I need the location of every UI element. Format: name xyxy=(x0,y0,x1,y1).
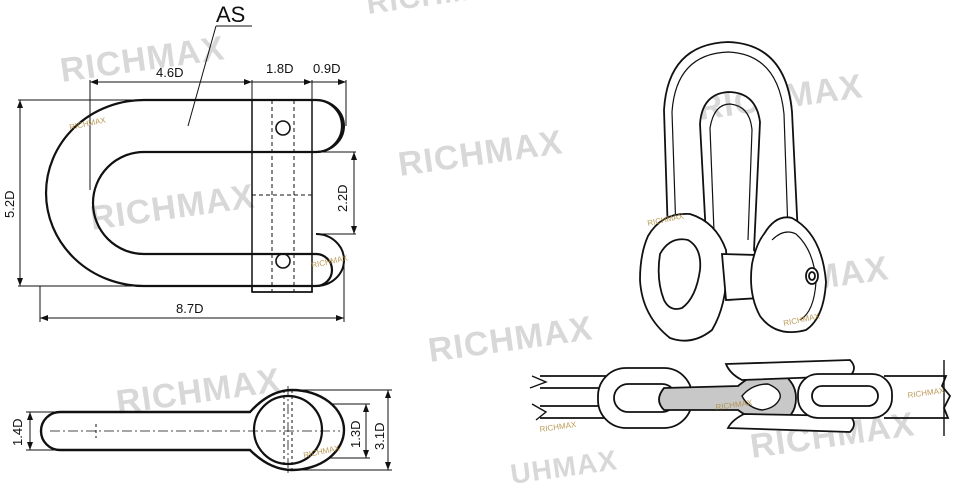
side-view xyxy=(39,386,346,476)
shackle-3d-bow-edge xyxy=(709,103,753,241)
watermark-text: UHMAX xyxy=(509,444,620,483)
watermark-small: RICHMAX xyxy=(539,420,577,434)
pin-block xyxy=(251,99,313,293)
chain-link-right-hole xyxy=(811,385,879,407)
dim-label-0-9d: 0.9D xyxy=(313,61,340,76)
shackle-3d-view xyxy=(639,41,827,342)
end-block xyxy=(884,375,952,419)
shackle-grey-eye xyxy=(741,383,781,411)
shackle-3d-eye-right-inner xyxy=(771,231,817,321)
dim-label-2-2d: 2.2D xyxy=(335,185,350,212)
shackle-tip-upper xyxy=(315,99,346,153)
front-view xyxy=(44,98,346,293)
shackle-3d-pin-head xyxy=(805,267,819,285)
watermark-text: RICHMAX xyxy=(426,309,595,370)
chain-assembly xyxy=(529,359,952,436)
dim-label-3-1d: 3.1D xyxy=(372,423,387,450)
dim-label-1-8d: 1.8D xyxy=(266,61,293,76)
dim-label-1-4d: 1.4D xyxy=(10,419,25,446)
shackle-tip-lower xyxy=(315,233,346,287)
pin-hole-upper xyxy=(275,120,291,136)
pin-hole-lower xyxy=(275,253,291,269)
front-view-dimension-arrows xyxy=(17,79,357,321)
side-view-dimension-arrows xyxy=(27,390,391,470)
shackle-3d-bow-edge xyxy=(671,51,789,233)
dim-label-8-7d: 8.7D xyxy=(176,301,203,316)
watermark-text: RICHMAX xyxy=(364,0,514,21)
dim-label-5-2d: 5.2D xyxy=(2,191,17,218)
watermark-text: RICHMAX xyxy=(396,123,565,184)
watermark-text: RICHMAX xyxy=(88,177,257,238)
watermark-text: RICHMAX xyxy=(58,29,227,90)
watermark-small: RICHMAX xyxy=(907,386,945,400)
part-label-as: AS xyxy=(216,2,245,27)
dim-label-4-6d: 4.6D xyxy=(156,65,183,80)
dim-label-1-3d: 1.3D xyxy=(348,421,363,448)
shackle-3d-pin-head-inner xyxy=(808,271,816,281)
chain-break-left xyxy=(529,375,548,421)
front-view-dimensions xyxy=(18,25,356,322)
shackle-3d-eye-left-hole xyxy=(657,238,702,310)
watermark-small: RICHMAX xyxy=(303,443,342,460)
shackle-3d-eye-right xyxy=(750,216,827,334)
side-view-dimensions xyxy=(26,389,392,471)
